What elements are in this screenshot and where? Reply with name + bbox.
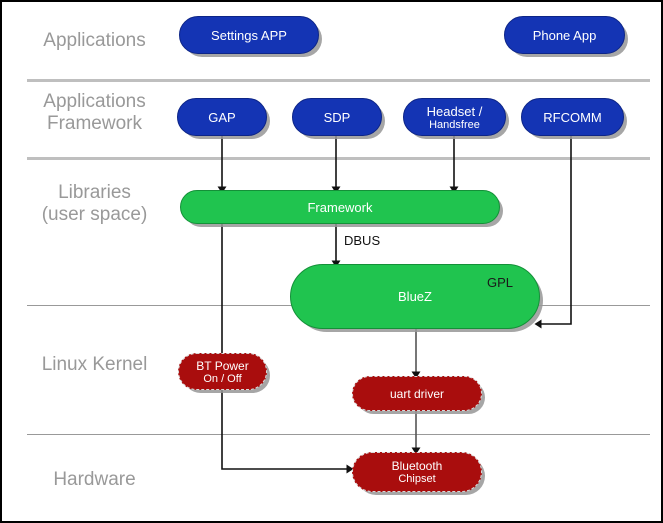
node-phone-app-label: Phone App	[532, 27, 597, 43]
node-headset-handsfree-label-line1: Headset /	[426, 103, 483, 119]
node-uart-driver-label: uart driver	[389, 386, 445, 401]
layer-label-libraries: Libraries (user space)	[41, 182, 148, 225]
node-bluez[interactable]: BlueZ GPL	[290, 264, 540, 329]
node-bluetooth-chipset-label-line1: Bluetooth	[391, 459, 443, 473]
node-phone-app[interactable]: Phone App	[504, 16, 625, 54]
node-framework[interactable]: Framework	[180, 190, 500, 224]
node-sdp[interactable]: SDP	[292, 98, 382, 136]
divider-applications	[27, 79, 650, 82]
node-sdp-label: SDP	[323, 109, 351, 125]
node-uart-driver[interactable]: uart driver	[352, 376, 482, 411]
node-bluetooth-chipset[interactable]: Bluetooth Chipset	[352, 452, 482, 492]
node-rfcomm-label: RFCOMM	[543, 109, 602, 125]
node-bluez-license-badge: GPL	[486, 275, 513, 290]
layer-label-hardware: Hardware	[53, 469, 136, 490]
node-bt-power-label-line2: On / Off	[203, 372, 242, 385]
node-bluez-label: BlueZ	[398, 289, 432, 304]
edge-label-dbus: DBUS	[344, 233, 380, 248]
node-bluetooth-chipset-label-line2: Chipset	[398, 473, 436, 485]
layer-label-linux-kernel: Linux Kernel	[41, 354, 148, 375]
node-bt-power-label-line1: BT Power	[196, 358, 249, 373]
layer-label-applications-framework: Applications Framework	[43, 91, 146, 134]
node-gap-label: GAP	[208, 109, 236, 125]
node-bt-power[interactable]: BT Power On / Off	[178, 353, 267, 390]
node-rfcomm[interactable]: RFCOMM	[521, 98, 624, 136]
node-framework-label: Framework	[307, 199, 373, 215]
node-gap[interactable]: GAP	[177, 98, 267, 136]
divider-applications-framework	[27, 157, 650, 160]
node-settings-app-label: Settings APP	[211, 27, 287, 43]
node-settings-app[interactable]: Settings APP	[179, 16, 319, 54]
layer-label-applications: Applications	[43, 30, 146, 51]
wire-gap-to-chipset	[221, 190, 354, 474]
node-headset-handsfree-label-line2: Handsfree	[429, 118, 480, 131]
wire-rfcomm-to-bluez	[534, 136, 572, 329]
divider-linux-kernel	[27, 434, 650, 435]
node-headset-handsfree[interactable]: Headset / Handsfree	[403, 98, 506, 136]
